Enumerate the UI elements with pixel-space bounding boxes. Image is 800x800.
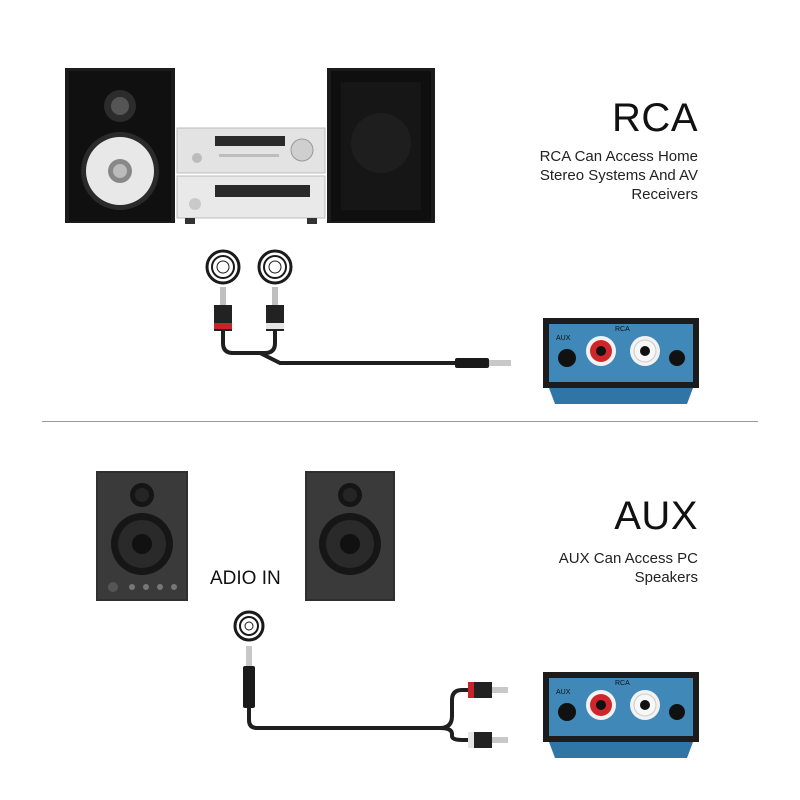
device-body (543, 672, 699, 758)
rca-description-line-3: Receivers (631, 186, 698, 203)
rca-description-line-1: RCA Can Access Home (539, 148, 698, 165)
audio-in-label: ADIO IN (210, 568, 281, 589)
aux-heading: AUX (614, 494, 698, 538)
device-rca-label: RCA (615, 326, 630, 333)
left-bookshelf-speaker (65, 68, 175, 223)
device-body (543, 318, 699, 404)
aux-to-rca-cable (233, 610, 508, 748)
aux-description-line-2: Speakers (634, 569, 698, 586)
stereo-receiver (176, 127, 326, 224)
device-aux-label: AUX (556, 689, 571, 696)
aux-description: AUX Can Access PC Speakers (559, 549, 698, 587)
left-studio-monitor (96, 471, 188, 601)
device-rca-label: RCA (615, 680, 630, 687)
device-aux-label: AUX (556, 335, 571, 342)
rca-to-aux-cable (205, 249, 511, 368)
right-studio-monitor (305, 471, 395, 601)
right-bookshelf-speaker (327, 68, 435, 223)
aux-description-line-1: AUX Can Access PC (558, 550, 698, 567)
aux-audio-device: AUX RCA (543, 672, 699, 760)
rca-description-line-2: Stereo Systems And AV (539, 167, 698, 184)
rca-heading: RCA (612, 96, 698, 140)
rca-description: RCA Can Access Home Stereo Systems And A… (540, 147, 698, 204)
section-divider (42, 421, 758, 422)
rca-audio-device: AUX RCA (543, 318, 699, 406)
